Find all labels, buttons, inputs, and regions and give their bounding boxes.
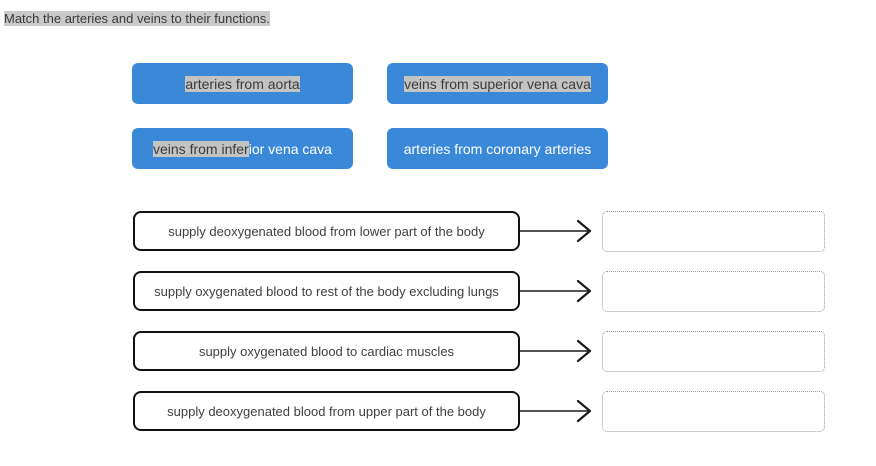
function-label-box: supply deoxygenated blood from upper par…	[133, 391, 520, 431]
match-row: supply deoxygenated blood from upper par…	[133, 390, 825, 432]
tile-label: veins from superior vena cava	[404, 75, 591, 92]
draggable-tile-arteries-from-aorta[interactable]: arteries from aorta	[132, 63, 353, 104]
draggable-tile-arteries-from-coronary-arteries[interactable]: arteries from coronary arteries	[387, 128, 608, 169]
page-title: Match the arteries and veins to their fu…	[4, 10, 270, 27]
drop-zone[interactable]	[602, 270, 825, 312]
tile-label: veins from inferior vena cava	[153, 140, 332, 157]
drop-zone[interactable]	[602, 210, 825, 252]
function-label-box: supply oxygenated blood to rest of the b…	[133, 271, 520, 311]
drop-zone[interactable]	[602, 330, 825, 372]
tile-label-selected: arteries from aorta	[185, 75, 300, 92]
match-row: supply deoxygenated blood from lower par…	[133, 210, 825, 252]
arrow-right-icon	[520, 331, 600, 371]
tile-label-unselected: ior vena cava	[248, 140, 332, 157]
tile-label-selected: veins from superior vena cava	[404, 75, 591, 92]
tile-label-selected: veins from infer	[153, 140, 249, 157]
match-row: supply oxygenated blood to cardiac muscl…	[133, 330, 825, 372]
arrow-right-icon	[520, 391, 600, 431]
page-title-selected-text: Match the arteries and veins to their fu…	[4, 11, 270, 26]
function-label-box: supply oxygenated blood to cardiac muscl…	[133, 331, 520, 371]
tile-label: arteries from aorta	[185, 75, 300, 92]
tile-label-unselected: arteries from coronary arteries	[403, 140, 592, 157]
arrow-right-icon	[520, 271, 600, 311]
match-row: supply oxygenated blood to rest of the b…	[133, 270, 825, 312]
draggable-tile-veins-from-superior-vena-cava[interactable]: veins from superior vena cava	[387, 63, 608, 104]
draggable-tile-veins-from-inferior-vena-cava[interactable]: veins from inferior vena cava	[132, 128, 353, 169]
tile-label: arteries from coronary arteries	[404, 141, 592, 157]
function-label-box: supply deoxygenated blood from lower par…	[133, 211, 520, 251]
arrow-right-icon	[520, 211, 600, 251]
drop-zone[interactable]	[602, 390, 825, 432]
